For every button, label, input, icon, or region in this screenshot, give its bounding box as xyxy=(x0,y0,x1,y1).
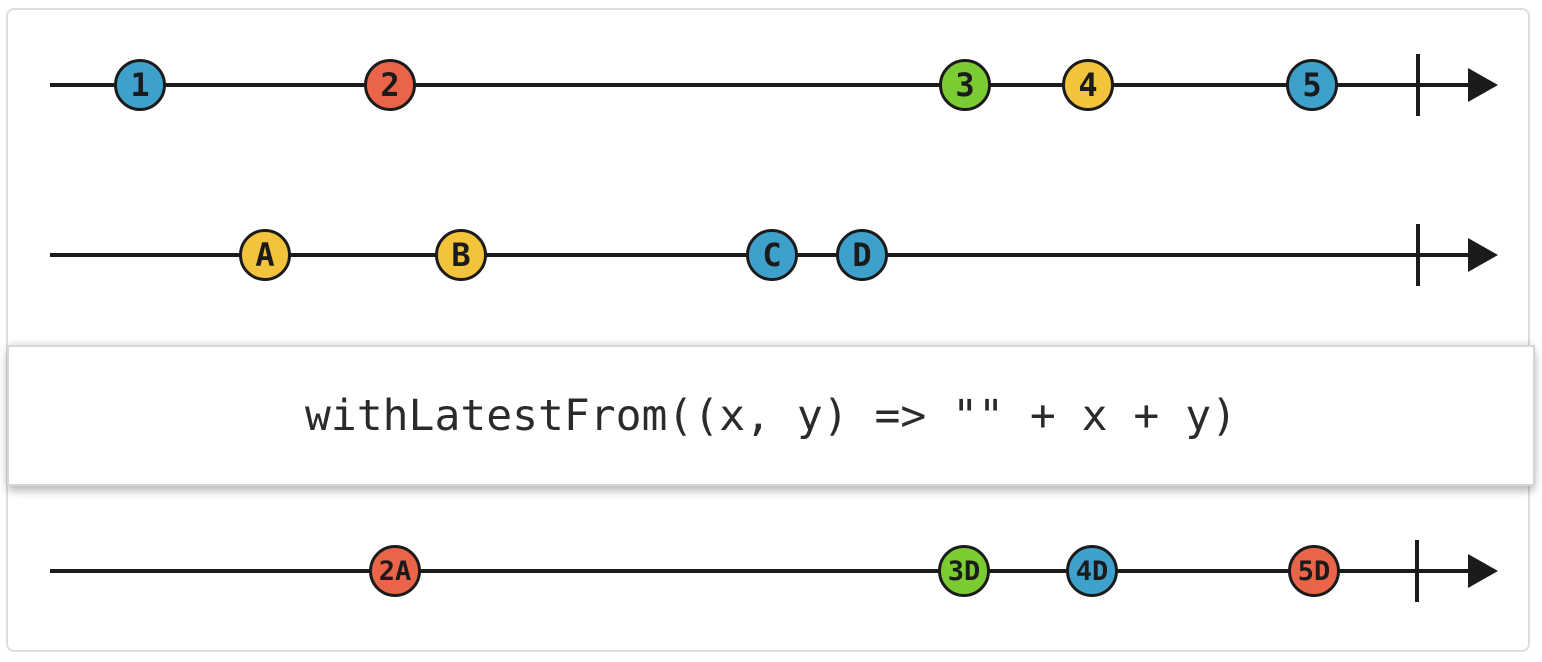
marble-2A: 2A xyxy=(369,545,421,597)
operator-code: withLatestFrom((x, y) => "" + x + y) xyxy=(305,390,1237,441)
marble-4D: 4D xyxy=(1066,545,1118,597)
completion-tick-icon xyxy=(1415,540,1419,602)
marble-4[interactable]: 4 xyxy=(1062,59,1114,111)
marble-C[interactable]: C xyxy=(746,229,798,281)
marble-3[interactable]: 3 xyxy=(939,59,991,111)
completion-tick-icon[interactable] xyxy=(1416,54,1420,116)
marble-label: 4D xyxy=(1075,555,1109,587)
timeline-line xyxy=(50,569,1474,573)
marble-D[interactable]: D xyxy=(836,229,888,281)
marble-A[interactable]: A xyxy=(239,229,291,281)
operator-box: withLatestFrom((x, y) => "" + x + y) xyxy=(7,345,1535,486)
marble-label: 1 xyxy=(130,66,150,104)
marble-label: C xyxy=(762,236,782,274)
marble-label: 5D xyxy=(1297,555,1331,587)
marble-label: B xyxy=(451,236,471,274)
arrowhead-icon xyxy=(1468,238,1498,272)
marble-label: 4 xyxy=(1078,66,1098,104)
marble-3D: 3D xyxy=(938,545,990,597)
marble-label: D xyxy=(852,236,872,274)
marble-label: 2 xyxy=(380,66,400,104)
marble-label: 2A xyxy=(378,555,412,587)
timeline-line xyxy=(50,83,1474,87)
marble-label: A xyxy=(255,236,275,274)
marble-2[interactable]: 2 xyxy=(364,59,416,111)
arrowhead-icon xyxy=(1468,554,1498,588)
marble-label: 3 xyxy=(955,66,975,104)
marble-5D: 5D xyxy=(1288,545,1340,597)
marble-label: 5 xyxy=(1302,66,1322,104)
marble-5[interactable]: 5 xyxy=(1286,59,1338,111)
marble-1[interactable]: 1 xyxy=(114,59,166,111)
marble-label: 3D xyxy=(947,555,981,587)
completion-tick-icon[interactable] xyxy=(1416,224,1420,286)
diagram-card xyxy=(6,8,1530,652)
arrowhead-icon xyxy=(1468,68,1498,102)
marble-B[interactable]: B xyxy=(435,229,487,281)
